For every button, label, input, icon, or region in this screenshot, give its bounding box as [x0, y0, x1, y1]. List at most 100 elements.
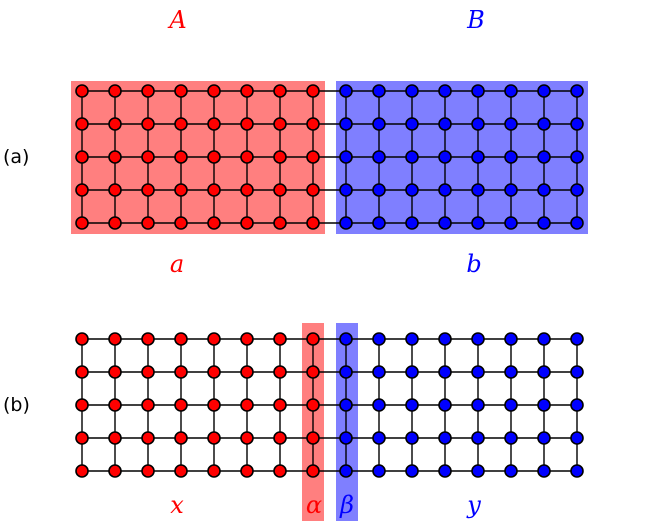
red-node-icon [75, 398, 89, 412]
red-node-icon [240, 365, 254, 379]
label-alpha: α [306, 491, 322, 519]
red-node-icon [108, 183, 122, 197]
blue-node-icon [471, 365, 485, 379]
blue-node-icon [339, 332, 353, 346]
red-node-icon [207, 84, 221, 98]
blue-node-icon [537, 332, 551, 346]
red-node-icon [108, 117, 122, 131]
blue-node-icon [405, 117, 419, 131]
red-node-icon [141, 84, 155, 98]
blue-node-icon [438, 332, 452, 346]
blue-node-icon [405, 398, 419, 412]
panel-label-b: (b) [3, 394, 30, 416]
blue-node-icon [504, 464, 518, 478]
red-node-icon [174, 332, 188, 346]
red-node-icon [75, 431, 89, 445]
blue-node-icon [405, 150, 419, 164]
blue-node-icon [339, 398, 353, 412]
red-node-icon [306, 431, 320, 445]
blue-node-icon [504, 117, 518, 131]
red-node-icon [141, 431, 155, 445]
red-node-icon [75, 464, 89, 478]
red-node-icon [306, 216, 320, 230]
blue-node-icon [339, 431, 353, 445]
red-node-icon [141, 332, 155, 346]
blue-node-icon [504, 398, 518, 412]
blue-node-icon [504, 183, 518, 197]
red-node-icon [273, 464, 287, 478]
red-node-icon [273, 216, 287, 230]
blue-node-icon [372, 216, 386, 230]
red-node-icon [273, 431, 287, 445]
blue-node-icon [570, 365, 584, 379]
red-node-icon [273, 398, 287, 412]
red-node-icon [273, 150, 287, 164]
red-node-icon [207, 183, 221, 197]
blue-node-icon [471, 216, 485, 230]
label-B: B [466, 6, 485, 34]
red-node-icon [108, 150, 122, 164]
red-node-icon [240, 216, 254, 230]
red-node-icon [108, 365, 122, 379]
label-b: b [466, 250, 481, 278]
blue-node-icon [471, 398, 485, 412]
blue-node-icon [372, 84, 386, 98]
red-node-icon [207, 464, 221, 478]
blue-node-icon [570, 216, 584, 230]
red-node-icon [141, 150, 155, 164]
blue-node-icon [471, 117, 485, 131]
blue-node-icon [537, 84, 551, 98]
red-node-icon [273, 84, 287, 98]
blue-node-icon [570, 84, 584, 98]
blue-node-icon [537, 117, 551, 131]
blue-node-icon [504, 332, 518, 346]
red-node-icon [207, 117, 221, 131]
blue-node-icon [372, 150, 386, 164]
red-node-icon [240, 84, 254, 98]
lattice-grid-b [75, 332, 584, 478]
red-node-icon [108, 464, 122, 478]
red-node-icon [306, 365, 320, 379]
blue-node-icon [471, 431, 485, 445]
red-node-icon [306, 150, 320, 164]
red-node-icon [75, 332, 89, 346]
red-node-icon [240, 150, 254, 164]
blue-node-icon [570, 183, 584, 197]
red-node-icon [108, 398, 122, 412]
blue-node-icon [339, 183, 353, 197]
blue-node-icon [504, 431, 518, 445]
red-node-icon [174, 464, 188, 478]
blue-node-icon [471, 84, 485, 98]
blue-node-icon [504, 150, 518, 164]
red-node-icon [306, 183, 320, 197]
red-node-icon [207, 216, 221, 230]
red-node-icon [273, 183, 287, 197]
red-node-icon [207, 365, 221, 379]
red-node-icon [207, 332, 221, 346]
label-y: y [466, 491, 481, 519]
blue-node-icon [372, 365, 386, 379]
blue-node-icon [537, 431, 551, 445]
blue-node-icon [438, 183, 452, 197]
blue-node-icon [537, 464, 551, 478]
red-node-icon [174, 365, 188, 379]
red-node-icon [174, 117, 188, 131]
red-node-icon [141, 117, 155, 131]
red-node-icon [240, 117, 254, 131]
red-node-icon [207, 431, 221, 445]
red-node-icon [273, 117, 287, 131]
panel-label-a: (a) [3, 146, 29, 168]
blue-node-icon [438, 431, 452, 445]
blue-node-icon [372, 117, 386, 131]
red-node-icon [306, 84, 320, 98]
blue-node-icon [570, 150, 584, 164]
red-node-icon [108, 84, 122, 98]
red-node-icon [240, 332, 254, 346]
blue-node-icon [438, 150, 452, 164]
blue-node-icon [405, 365, 419, 379]
red-node-icon [273, 365, 287, 379]
red-node-icon [306, 398, 320, 412]
blue-node-icon [438, 398, 452, 412]
